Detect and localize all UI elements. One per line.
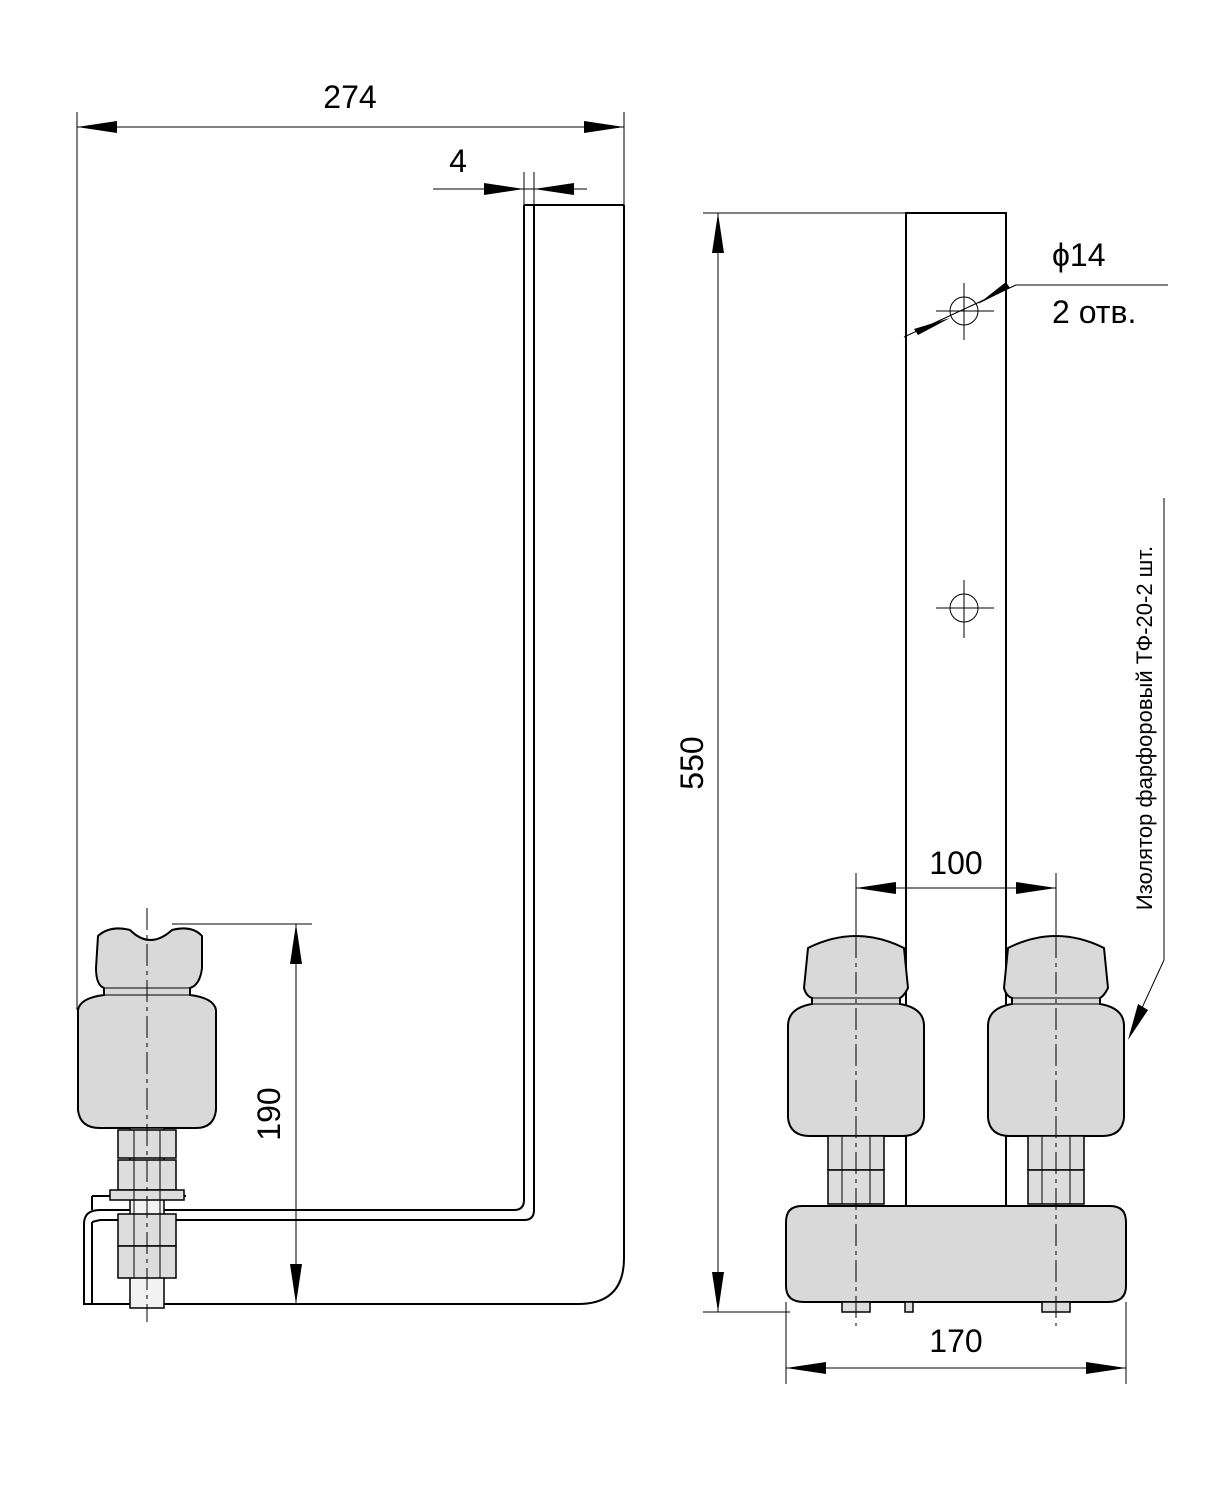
insulator-base xyxy=(785,1205,1127,1303)
dimension-4: 4 xyxy=(433,143,587,205)
insulator-left xyxy=(787,900,925,1326)
dimension-550: 550 xyxy=(674,212,906,1313)
insulator-right xyxy=(987,900,1125,1326)
dimension-4-label: 4 xyxy=(449,143,467,179)
front-view: 550 ϕ14 2 отв. xyxy=(674,212,1168,1384)
dimension-100: 100 xyxy=(855,845,1057,940)
hole-callout: ϕ14 2 отв. xyxy=(903,237,1168,338)
dimension-170: 170 xyxy=(785,1302,1127,1384)
dimension-274: 274 xyxy=(77,79,624,133)
hole-diameter-label: ϕ14 xyxy=(1052,237,1106,273)
dimension-170-label: 170 xyxy=(929,1323,982,1359)
dimension-190-label: 190 xyxy=(251,1087,287,1140)
side-view: 274 4 xyxy=(76,79,625,1322)
mounting-hole-bottom xyxy=(936,580,994,638)
dimension-274-label: 274 xyxy=(323,79,376,115)
mounting-hole-top xyxy=(936,283,994,340)
insulator-callout: Изолятор фарфоровый ТФ-20-2 шт. xyxy=(1128,498,1165,1040)
dimension-550-label: 550 xyxy=(674,736,710,789)
dimension-100-label: 100 xyxy=(929,845,982,881)
insulator-callout-label: Изолятор фарфоровый ТФ-20-2 шт. xyxy=(1132,546,1157,910)
insulator-side xyxy=(77,908,217,1322)
dimension-190: 190 xyxy=(172,923,312,1304)
hole-count-label: 2 отв. xyxy=(1052,294,1136,330)
